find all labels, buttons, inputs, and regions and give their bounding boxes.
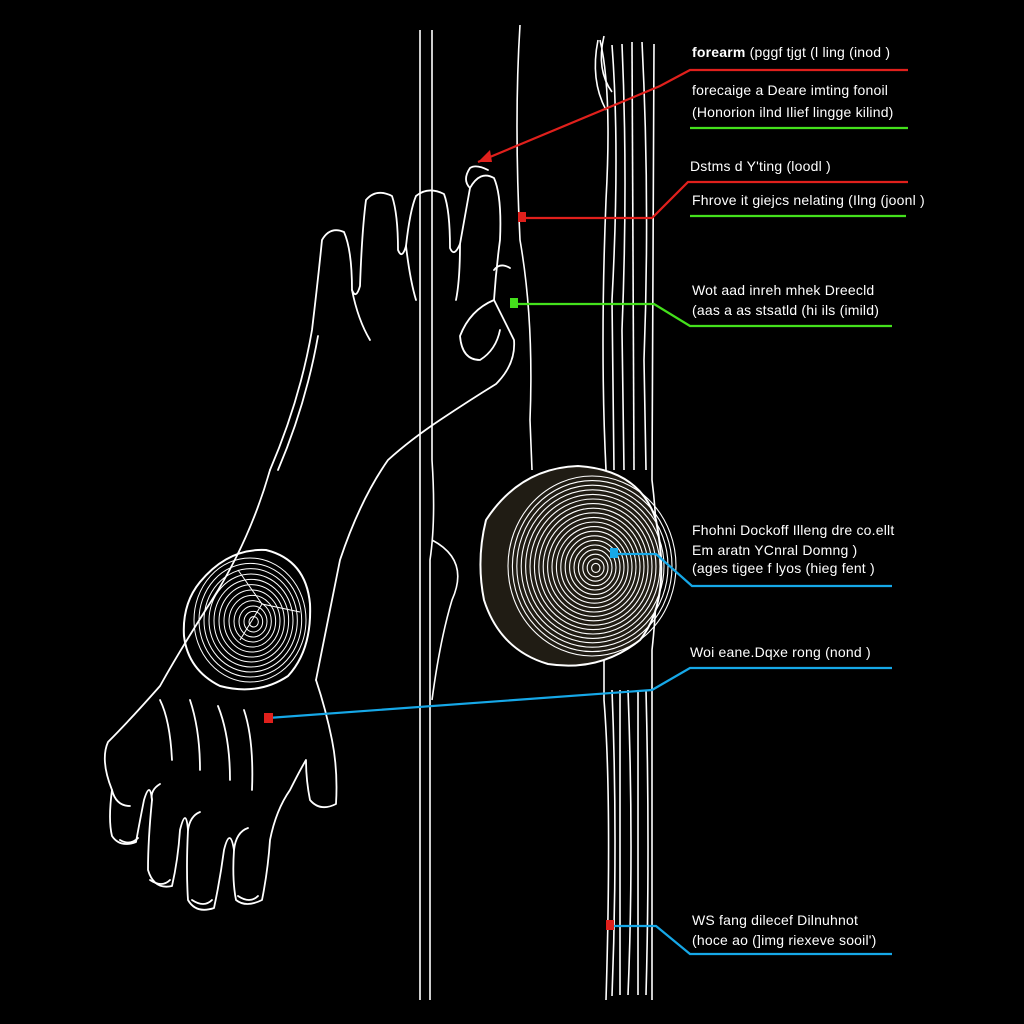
callout-red-2 (520, 180, 908, 220)
large-ring-section (479, 464, 677, 667)
callout-lines (267, 68, 908, 956)
growth-ring (520, 489, 665, 644)
growth-ring (248, 616, 259, 628)
label-forearm-rest: (pggf tjgt (l ling (inod ) (745, 44, 891, 60)
callout-red-1 (477, 68, 908, 164)
growth-ring (213, 578, 290, 663)
growth-ring (218, 584, 285, 658)
label-line-10: Woi eane.Dqxe rong (nond ) (690, 644, 871, 660)
growth-ring (551, 521, 637, 613)
label-line-9: (ages tigee f lyos (hieg fent ) (692, 560, 875, 576)
growth-ring (533, 503, 653, 631)
growth-ring (516, 484, 669, 648)
growth-ring (577, 549, 613, 587)
label-line-7: Fhohni Dockoff Illeng dre co.ellt (692, 522, 895, 538)
growth-ring (564, 535, 625, 600)
callout-markers (264, 150, 618, 930)
marker-red-4 (606, 920, 614, 930)
callout-blue-2 (267, 666, 892, 720)
marker-green-1 (510, 298, 518, 308)
hand-outline (269, 165, 516, 681)
growth-ring (569, 539, 621, 595)
growth-ring (547, 516, 641, 617)
growth-ring (529, 498, 657, 635)
growth-ring (582, 553, 609, 582)
marker-red-1 (478, 150, 492, 162)
growth-ring (555, 526, 633, 609)
growth-ring (560, 530, 629, 604)
label-line-12: (hoce ao (]img riexeve sooil') (692, 932, 877, 948)
growth-ring (525, 493, 661, 639)
callout-blue-3 (610, 924, 892, 956)
growth-ring (538, 507, 649, 626)
label-line-1: forecaige a Deare imting fonoil (692, 82, 889, 98)
growth-ring (586, 558, 605, 578)
vertical-post (419, 24, 658, 1001)
growth-ring (238, 605, 268, 638)
growth-ring (573, 544, 617, 591)
label-forearm-title: forearm (692, 44, 746, 60)
label-line-6: (aas a as stsatld (hi ils (imild) (692, 302, 880, 318)
marker-blue-1 (610, 548, 618, 558)
callout-blue-1 (614, 552, 892, 588)
lower-hand-outline (103, 469, 338, 911)
label-line-11: WS fang dilecef Dilnuhnot (692, 912, 859, 928)
growth-ring (591, 562, 601, 573)
growth-ring (228, 594, 277, 648)
growth-ring (511, 480, 673, 653)
label-line-5: Wot aad inreh mhek Dreecld (692, 282, 875, 298)
growth-ring (243, 610, 264, 633)
label-line-3: Dstms d Y'ting (loodl ) (690, 158, 831, 174)
growth-ring (193, 557, 307, 683)
growth-ring (542, 512, 645, 622)
growth-ring (507, 475, 677, 657)
callout-green-1 (514, 302, 892, 328)
label-line-4: Fhrove it giejcs nelating (Ilng (joonl ) (692, 192, 925, 208)
small-ring-section (182, 548, 312, 691)
growth-ring (203, 568, 298, 673)
label-forearm: forearm (pggf tjgt (l ling (inod ) (692, 44, 890, 60)
marker-red-2 (518, 212, 526, 222)
marker-red-3 (264, 713, 273, 723)
growth-ring (208, 573, 294, 668)
growth-ring (233, 600, 272, 643)
label-line-2: (Honorion ilnd Ilief lingge kilind) (692, 104, 894, 120)
label-line-8: Em aratn YCnral Domng ) (692, 542, 858, 558)
